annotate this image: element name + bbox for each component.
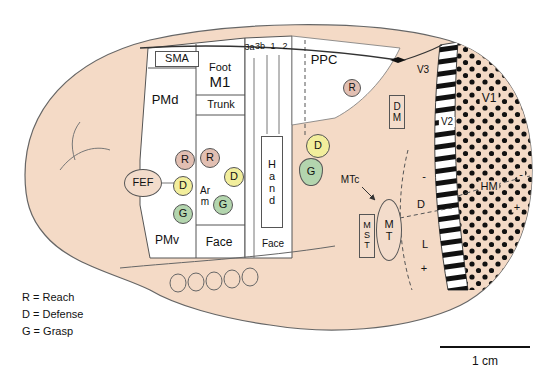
area-name: D: [314, 140, 322, 152]
area-label: Face: [206, 236, 233, 249]
area-label: +: [512, 202, 522, 213]
area-name: R: [348, 83, 355, 94]
legend-text: R = Reach: [22, 292, 74, 303]
area-box: Hand: [261, 136, 283, 228]
area-ellipse: FEF: [124, 169, 162, 197]
brain-outline: [25, 25, 532, 330]
sma-border: [148, 68, 196, 69]
m1-border: [196, 44, 197, 258]
v3-knot: [390, 57, 406, 63]
area-label: PMv: [155, 234, 179, 247]
area-box: SMA: [155, 51, 199, 67]
area-name: M1: [210, 74, 231, 90]
area-name: Face: [206, 236, 233, 249]
area-name: PPC: [311, 53, 338, 67]
area-label: -: [517, 169, 525, 180]
zone-circle: R: [200, 148, 220, 168]
area-name: Arm: [200, 185, 210, 207]
face-border: [196, 225, 245, 226]
mtc-arrow: [362, 187, 375, 200]
somatosensory-strip: [245, 36, 292, 258]
area-label: Trunk: [197, 95, 246, 115]
area-name: D: [230, 171, 238, 183]
scale-bar: [440, 346, 530, 348]
dl-border: [400, 150, 412, 290]
area-label: D: [417, 199, 425, 210]
area-label: V1: [480, 92, 499, 104]
area-name: MST: [363, 221, 372, 251]
area-name: MT: [384, 218, 395, 242]
face-ovals: [170, 268, 258, 292]
area-name: PMd: [152, 93, 179, 107]
zone-circle: G: [213, 195, 233, 215]
area-label: 2: [282, 42, 287, 51]
area-name: R: [206, 152, 214, 164]
v2-stripes: [435, 42, 468, 290]
area-2-border: [305, 40, 306, 135]
area-label: 1: [270, 42, 275, 51]
zone-circle: R: [175, 150, 195, 170]
trunk-border: [196, 115, 245, 116]
area-box: DM: [389, 95, 405, 129]
area-label: 3a: [245, 43, 254, 52]
zone-circle: G: [173, 204, 193, 224]
area-label: MTc: [341, 175, 359, 185]
meridian-line: [400, 208, 452, 218]
area-name: Hand: [267, 158, 278, 206]
area-label: V2: [439, 117, 455, 127]
area-label: PMd: [152, 93, 179, 107]
area-name: PMv: [155, 234, 179, 247]
area-label: V3: [417, 65, 429, 75]
area-label: Face: [262, 239, 284, 250]
area-label: 1 cm: [472, 355, 498, 367]
area-label: L: [422, 239, 428, 250]
v3-border: [404, 45, 442, 60]
area-name: G: [219, 199, 228, 211]
lateral-sulcus: [120, 246, 335, 268]
area-name: G: [179, 208, 188, 220]
zone-circle: D: [224, 167, 244, 187]
motor-region: [140, 38, 245, 258]
area-label: HM: [478, 181, 499, 192]
area-border: [254, 58, 255, 258]
area-name: D: [179, 180, 187, 192]
area-name: G: [307, 166, 316, 178]
area-name: R: [181, 154, 189, 166]
v2-band: [435, 42, 468, 290]
area-label: +: [421, 263, 427, 274]
v1-dots: [455, 20, 536, 290]
trunk-border: [196, 95, 245, 96]
zone-circle: R: [343, 79, 361, 97]
area-box: MST: [359, 214, 375, 258]
legend-text: G = Grasp: [22, 326, 73, 337]
area-label: FootM1: [209, 62, 231, 89]
area-name: SMA: [165, 53, 189, 65]
area-label: PPC: [311, 53, 338, 67]
v1-area: [455, 20, 536, 290]
area-name: DM: [392, 101, 402, 123]
frontal-sulcus: [60, 122, 110, 170]
legend-text: D = Defense: [22, 309, 83, 320]
zone-circle: D: [173, 176, 193, 196]
area-name: Trunk: [207, 99, 235, 111]
area-ellipse: MT: [376, 199, 402, 261]
area-border: [267, 55, 268, 134]
area-label: 3b: [255, 42, 265, 51]
area-name: FEF: [133, 177, 154, 189]
area-label: -: [422, 171, 426, 182]
area-label: Arm: [200, 185, 210, 207]
area-border: [279, 55, 280, 134]
area-name: Face: [262, 239, 284, 250]
zone-circle: D: [306, 134, 330, 158]
area-name: Foot: [209, 62, 231, 74]
